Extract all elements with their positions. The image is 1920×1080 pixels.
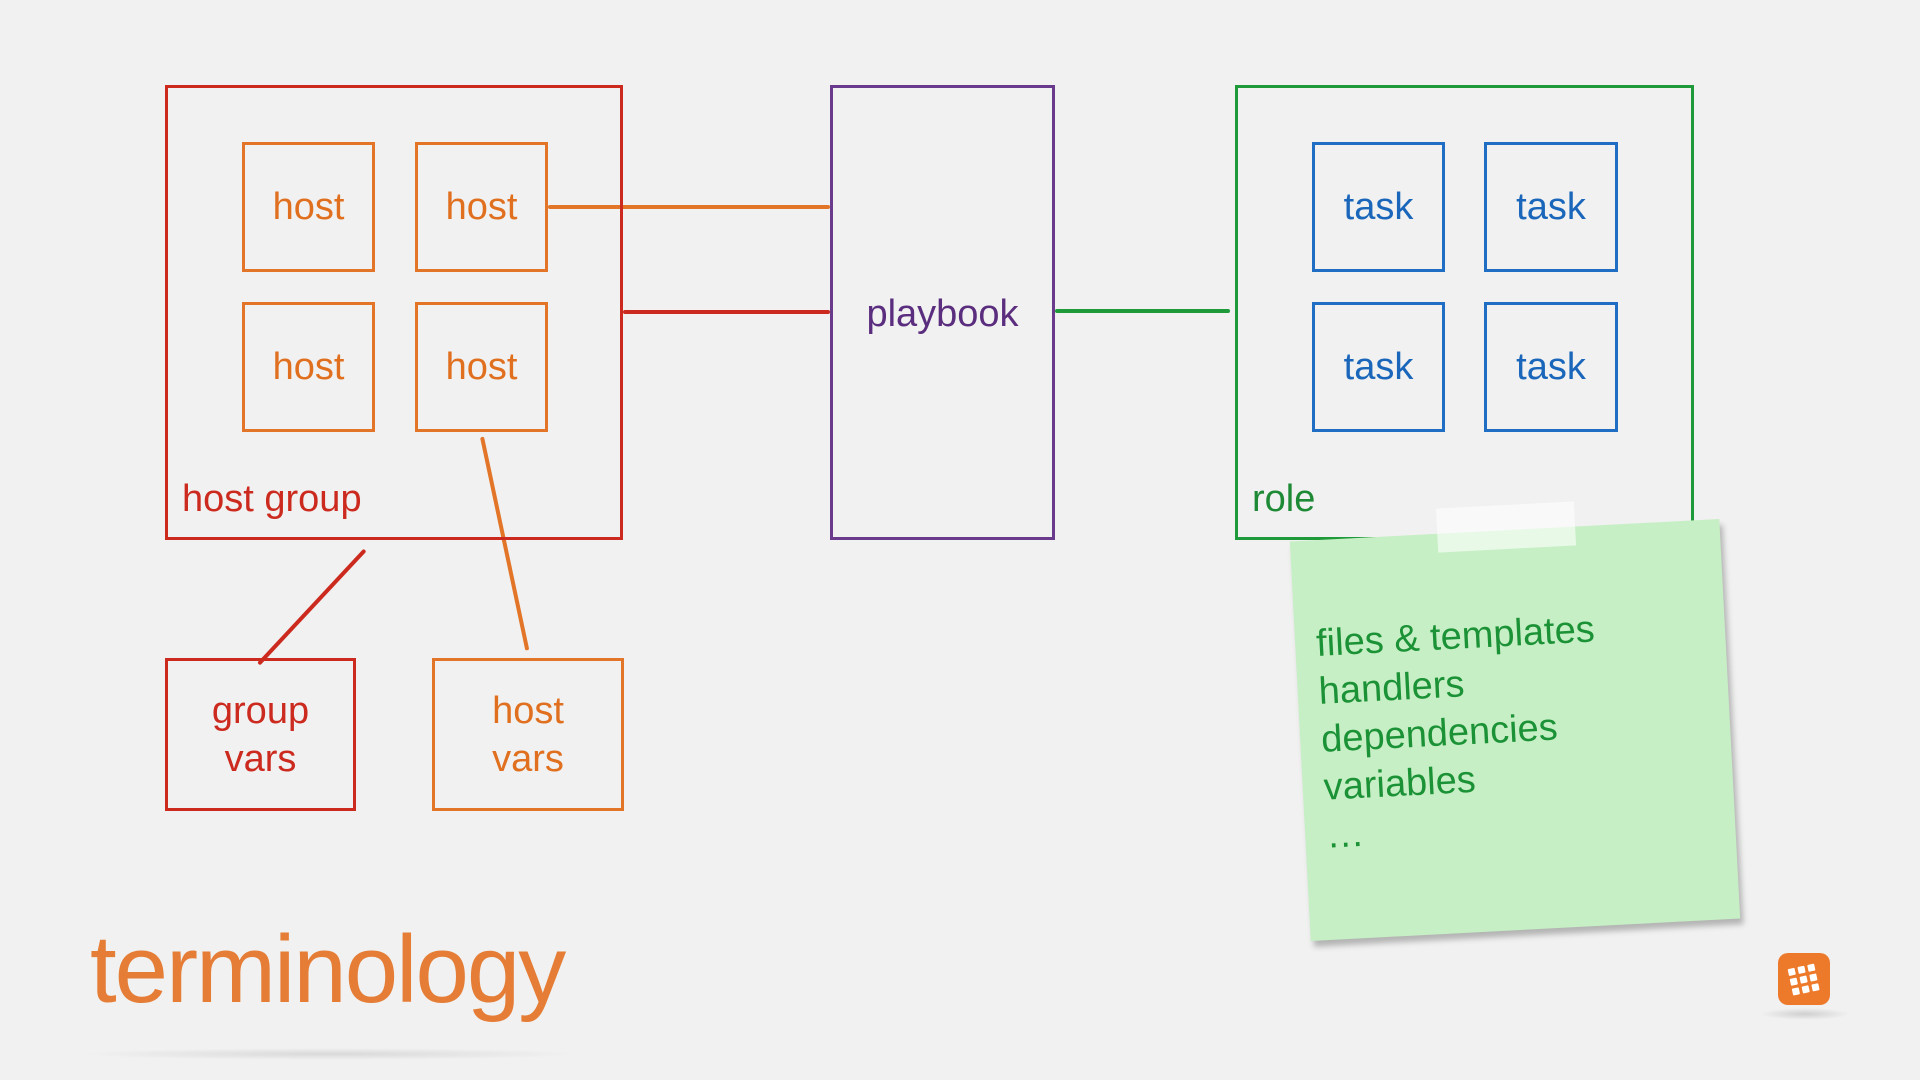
task-box: task bbox=[1484, 142, 1618, 272]
host-box: host bbox=[242, 302, 375, 432]
host-box: host bbox=[242, 142, 375, 272]
role-frame bbox=[1235, 85, 1694, 540]
host-group-label: host group bbox=[182, 478, 362, 520]
host-box: host bbox=[415, 302, 548, 432]
connector-host-playbook bbox=[548, 205, 830, 209]
host-box: host bbox=[415, 142, 548, 272]
connector-playbook-role bbox=[1055, 309, 1230, 313]
connector-hostgroup-groupvars bbox=[257, 548, 367, 666]
task-box: task bbox=[1484, 302, 1618, 432]
task-box: task bbox=[1312, 302, 1445, 432]
slide-title: terminology bbox=[90, 916, 566, 1023]
connector-hostgroup-playbook bbox=[623, 310, 830, 314]
grid-logo-glyph bbox=[1787, 963, 1820, 996]
group-vars-box: group vars bbox=[165, 658, 356, 811]
grid-logo-icon bbox=[1778, 953, 1830, 1005]
task-box: task bbox=[1312, 142, 1445, 272]
playbook-box: playbook bbox=[830, 85, 1055, 540]
host-group-frame bbox=[165, 85, 623, 540]
note-tape bbox=[1435, 501, 1577, 553]
logo-shadow bbox=[1760, 1008, 1850, 1020]
host-vars-box: host vars bbox=[432, 658, 624, 811]
role-label: role bbox=[1252, 478, 1316, 520]
title-shadow bbox=[80, 1048, 580, 1060]
playbook-label: playbook bbox=[866, 293, 1019, 335]
note-list: files & templates handlers dependencies … bbox=[1315, 605, 1606, 859]
